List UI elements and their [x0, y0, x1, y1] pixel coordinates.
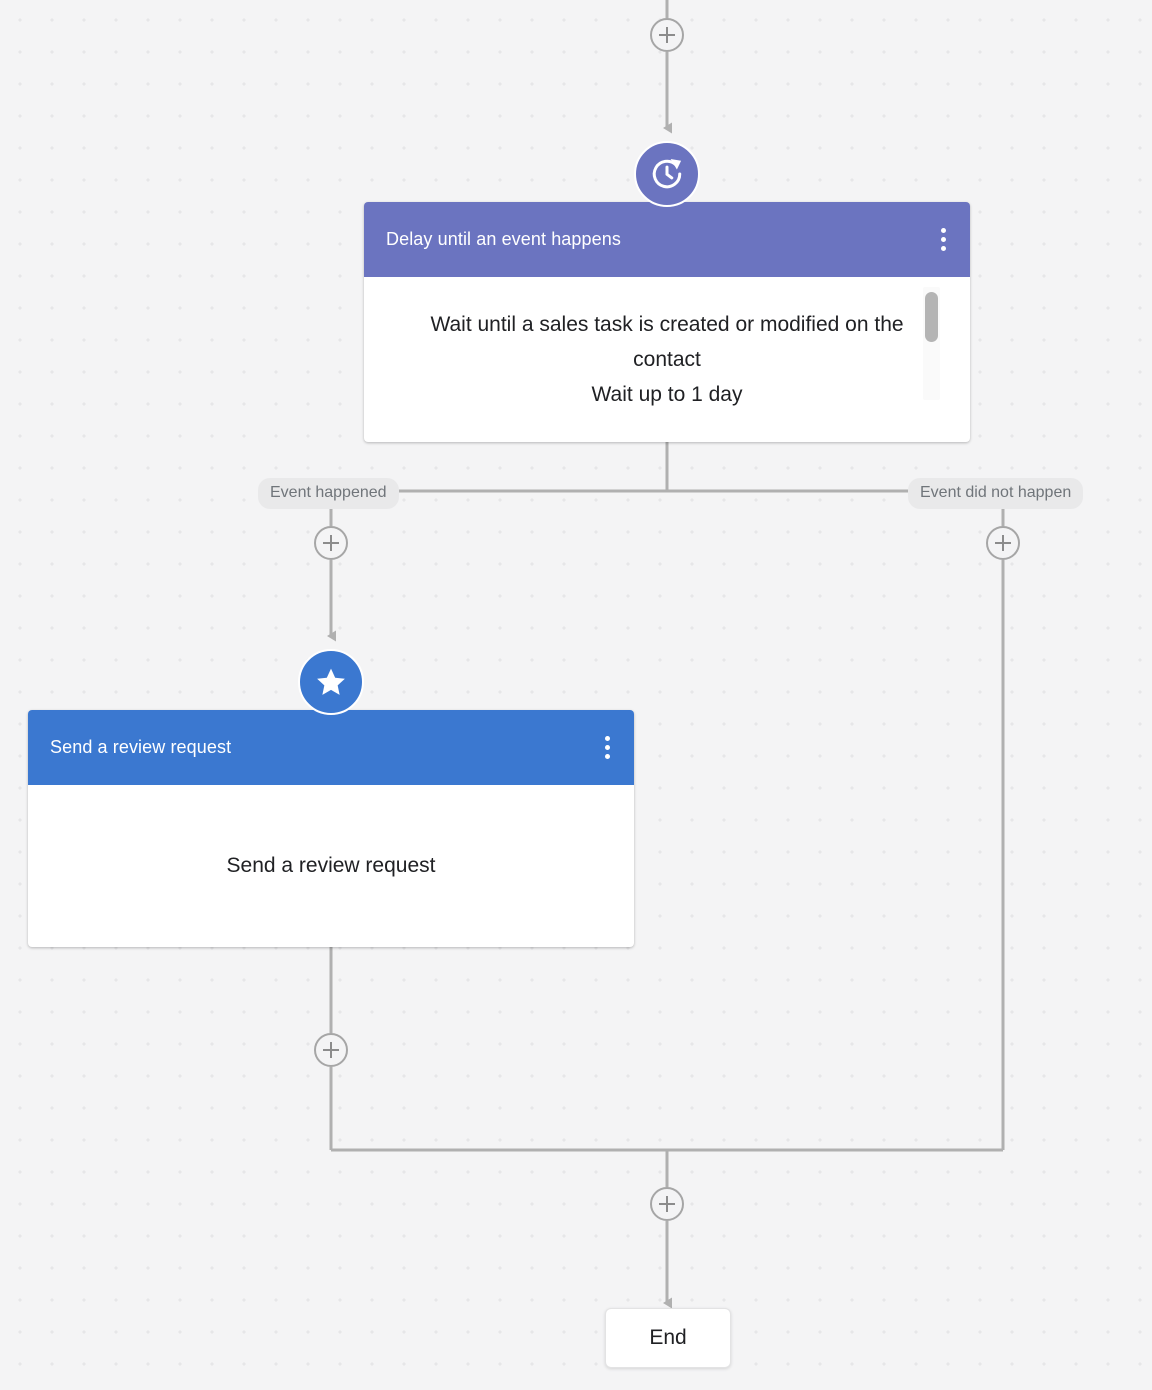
node-card-delay-line-1: Wait until a sales task is created or mo… — [430, 312, 904, 371]
node-card-review[interactable]: Send a review request Send a review requ… — [28, 710, 634, 947]
node-card-delay-body: Wait until a sales task is created or mo… — [364, 277, 970, 442]
add-step-button-right-branch[interactable] — [986, 526, 1020, 560]
node-card-delay[interactable]: Delay until an event happens Wait until … — [364, 202, 970, 442]
card-scrollbar-thumb[interactable] — [925, 292, 938, 342]
add-step-button-after-review[interactable] — [314, 1033, 348, 1067]
node-card-delay-title: Delay until an event happens — [386, 229, 621, 249]
add-step-button-top[interactable] — [650, 18, 684, 52]
history-clock-icon — [634, 141, 700, 207]
star-icon — [298, 649, 364, 715]
node-card-review-line-1: Send a review request — [226, 854, 436, 878]
kebab-menu-icon-delay[interactable] — [930, 225, 956, 255]
add-step-button-before-end[interactable] — [650, 1187, 684, 1221]
branch-label-event-did-not-happen: Event did not happen — [908, 478, 1084, 509]
card-scrollbar-track[interactable] — [923, 287, 940, 400]
node-card-delay-header: Delay until an event happens — [364, 202, 970, 277]
kebab-menu-icon-review[interactable] — [594, 733, 620, 763]
add-step-button-left-branch[interactable] — [314, 526, 348, 560]
end-node[interactable]: End — [605, 1308, 731, 1368]
end-node-label: End — [649, 1326, 687, 1349]
node-card-review-title: Send a review request — [50, 737, 232, 757]
branch-label-event-happened: Event happened — [258, 478, 399, 509]
node-card-review-body: Send a review request — [28, 785, 634, 947]
node-card-review-header: Send a review request — [28, 710, 634, 785]
node-card-delay-line-2: Wait up to 1 day — [591, 383, 743, 407]
